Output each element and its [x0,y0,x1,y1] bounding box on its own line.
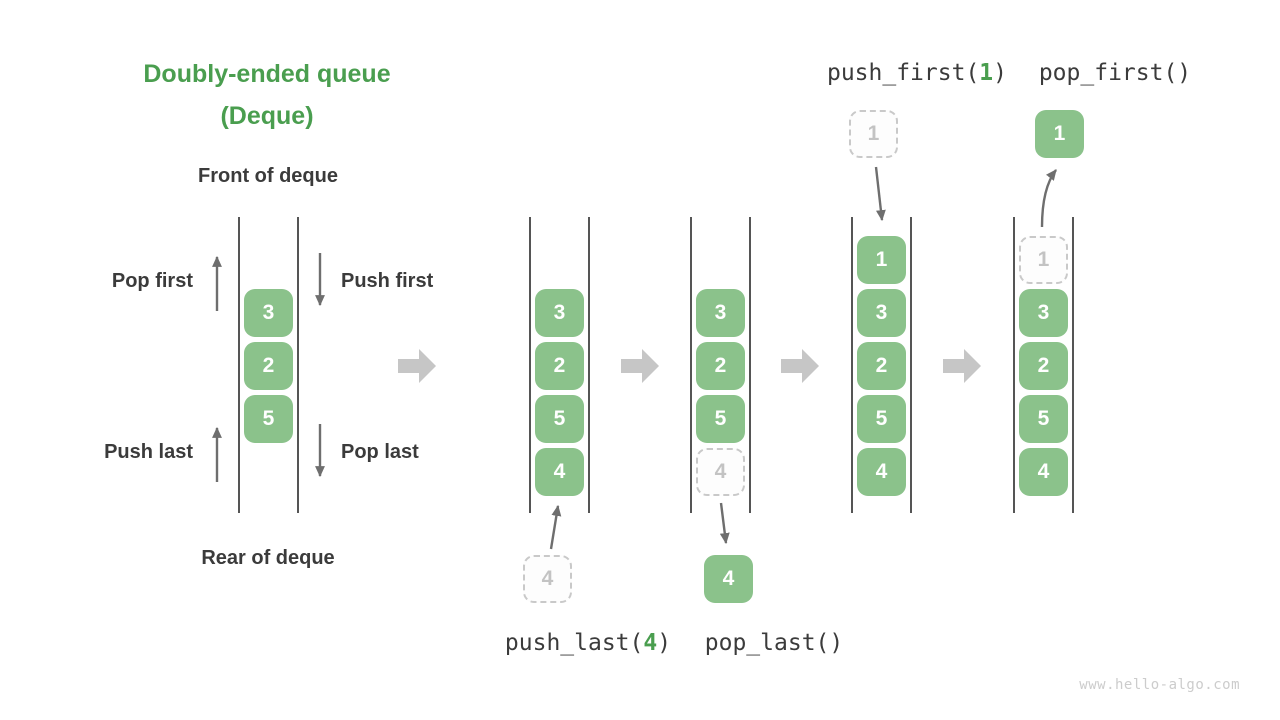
op-text: push_last( [504,630,644,656]
deque-cell: 3 [244,289,293,337]
page-title-line1: Doubly-ended queue [143,60,391,88]
pop-first-label: Pop first [111,270,193,292]
op-argument: 1 [979,60,994,86]
op-text: push_first( [826,60,980,86]
push-first-insert-arrow-icon [874,166,886,222]
op-text: ) [993,60,1008,86]
deque-cell: 2 [244,342,293,390]
deque-cell: 5 [535,395,584,443]
deque-container-5: 1 3 2 5 4 [1013,217,1074,513]
pop-first-result-value: 1 [1035,110,1084,158]
deque-cell: 3 [857,289,906,337]
deque-cell: 5 [857,395,906,443]
deque-cell-ghost: 4 [696,448,745,496]
push-first-incoming-value: 1 [849,110,898,158]
deque-cell: 5 [1019,395,1068,443]
transition-arrow-1-icon [398,349,436,383]
front-of-deque-label: Front of deque [198,165,338,187]
deque-container-2: 3 2 5 4 [529,217,590,513]
deque-wall-right [910,217,912,513]
deque-cell: 4 [535,448,584,496]
watermark: www.hello-algo.com [1079,677,1240,693]
deque-wall-left [851,217,853,513]
deque-container-4: 1 3 2 5 4 [851,217,912,513]
deque-cell: 2 [535,342,584,390]
push-last-label: Push last [104,441,193,463]
deque-wall-right [1072,217,1074,513]
deque-wall-left [238,217,240,513]
deque-cell: 2 [1019,342,1068,390]
deque-cell: 2 [696,342,745,390]
deque-wall-right [588,217,590,513]
push-first-label: Push first [341,270,434,292]
pop-last-operation-label: pop_last() [704,630,844,656]
pop-last-result-value: 4 [704,555,753,603]
push-last-operation-label: push_last(4) [505,630,671,656]
push-first-operation-label: push_first(1) [827,60,1007,86]
op-argument: 4 [643,630,658,656]
deque-wall-left [1013,217,1015,513]
deque-cell: 1 [857,236,906,284]
rear-of-deque-label: Rear of deque [201,547,335,569]
deque-cell: 5 [244,395,293,443]
page-title-line2: (Deque) [220,102,314,130]
pop-last-label: Pop last [341,441,419,463]
deque-wall-left [690,217,692,513]
deque-container-3: 3 2 5 4 [690,217,751,513]
deque-cell: 3 [696,289,745,337]
deque-cell: 3 [1019,289,1068,337]
pop-first-operation-label: pop_first() [1038,60,1192,86]
deque-wall-right [297,217,299,513]
deque-container-1: 3 2 5 [238,217,299,513]
page-title: Doubly-ended queue (Deque) [143,53,390,137]
op-text: ) [657,630,672,656]
deque-cell: 4 [857,448,906,496]
deque-wall-right [749,217,751,513]
push-last-incoming-value: 4 [523,555,572,603]
transition-arrow-2-icon [621,349,659,383]
deque-cell: 3 [535,289,584,337]
transition-arrow-4-icon [943,349,981,383]
deque-cell-ghost: 1 [1019,236,1068,284]
transition-arrow-3-icon [781,349,819,383]
deque-cell: 2 [857,342,906,390]
deque-cell: 4 [1019,448,1068,496]
deque-wall-left [529,217,531,513]
deque-cell: 5 [696,395,745,443]
